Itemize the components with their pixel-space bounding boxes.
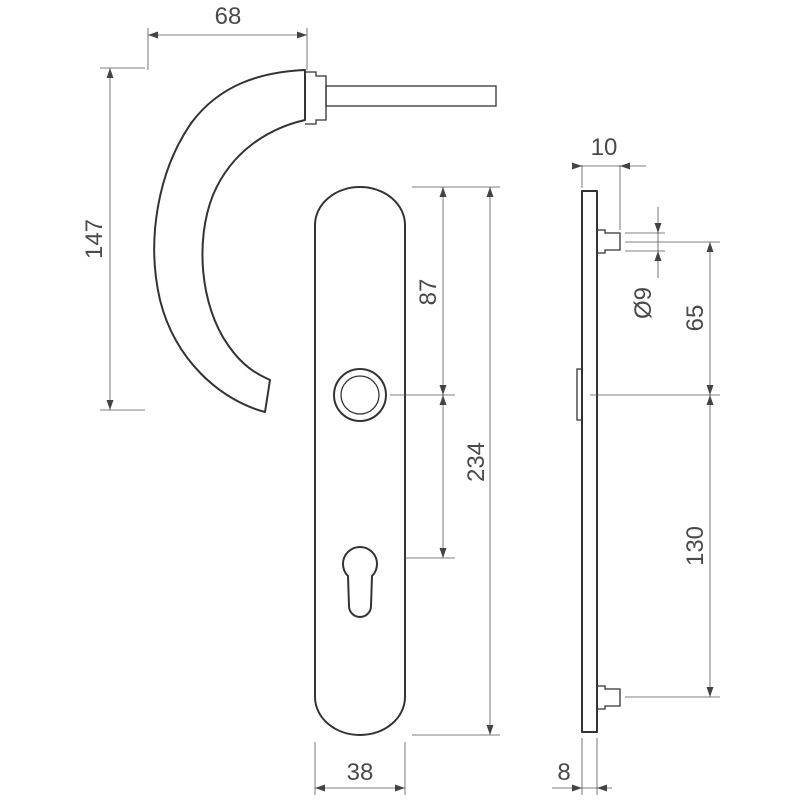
dim-label-8: 8 [557, 759, 570, 786]
backplate-outline [314, 186, 406, 736]
profile-cylinder-cutout [342, 545, 378, 618]
dim-label-10: 10 [591, 134, 618, 161]
lever-handle-outline [153, 69, 306, 413]
side-spindle-rose [576, 368, 582, 421]
side-view-plate [576, 190, 621, 733]
lever-rose [305, 71, 327, 125]
extension-lines [100, 28, 720, 795]
dim-label-234: 234 [463, 442, 490, 482]
front-backplate [314, 186, 406, 736]
side-screw-boss-top [597, 229, 621, 254]
side-plate [581, 190, 598, 733]
dim-label-147: 147 [81, 219, 108, 259]
dim-label-d9: Ø9 [630, 287, 657, 319]
dim-label-38: 38 [347, 759, 374, 786]
lever-handle [153, 69, 497, 413]
square-spindle [325, 85, 497, 107]
spindle-rose-outer [333, 368, 387, 422]
dim-label-65: 65 [682, 305, 709, 332]
side-screw-boss-bottom [597, 685, 621, 710]
spindle-rose-inner [340, 375, 380, 415]
dim-label-87: 87 [415, 279, 442, 306]
dimension-labels: 68 147 87 234 38 65 130 Ø9 10 8 [81, 3, 709, 786]
dimension-lines [106, 31, 714, 792]
dim-label-130: 130 [682, 526, 709, 566]
dim-label-68: 68 [215, 3, 242, 30]
